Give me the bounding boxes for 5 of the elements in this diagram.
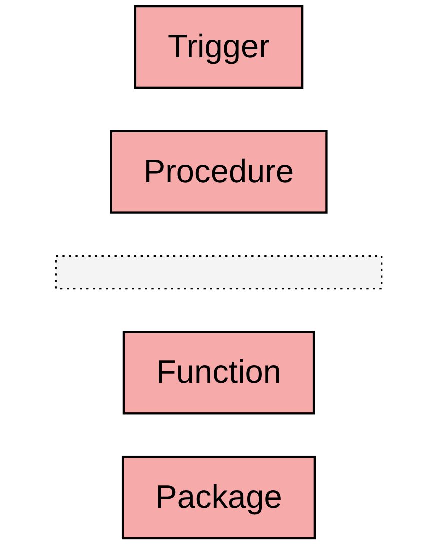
node-bar: [55, 255, 383, 290]
node-box: Package: [122, 456, 316, 540]
node-box: Function: [122, 331, 316, 415]
node-box: Trigger: [134, 5, 304, 90]
node-box: Procedure: [110, 130, 328, 214]
